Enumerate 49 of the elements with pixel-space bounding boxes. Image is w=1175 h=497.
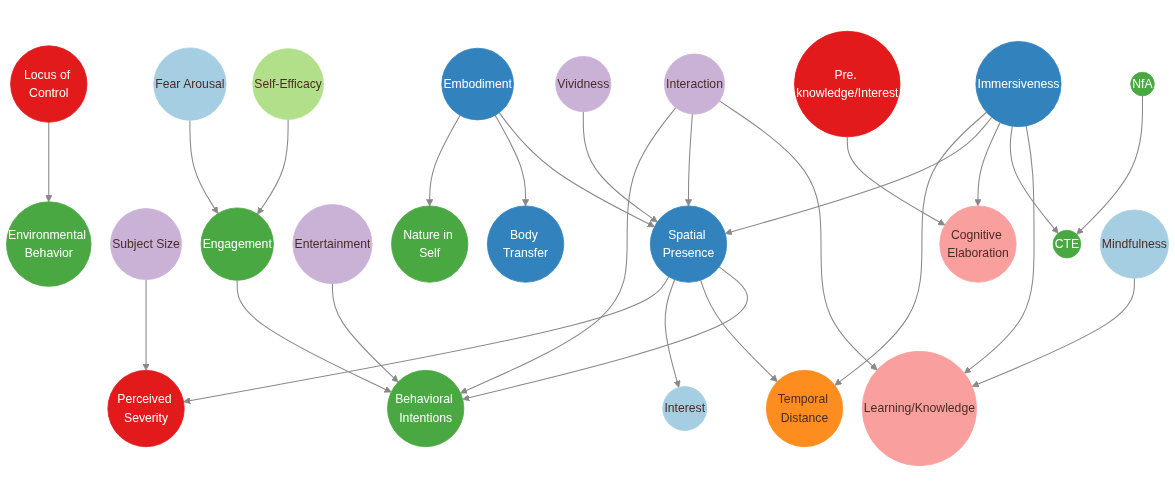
node-circle: Perceived Severity xyxy=(107,369,185,448)
arrow xyxy=(189,119,219,214)
arrow xyxy=(700,279,778,383)
node-circle: Fear Arousal xyxy=(153,47,227,121)
arrow xyxy=(142,279,150,371)
node-circle: Environmental Behavior xyxy=(6,201,92,287)
node-circle: Temporal Distance xyxy=(765,369,844,448)
node-circle: Entertainment xyxy=(292,204,373,285)
arrow xyxy=(426,114,461,207)
arrow xyxy=(183,276,670,405)
arrow xyxy=(724,116,993,236)
node-circle: Interest xyxy=(662,386,708,431)
arrow xyxy=(462,266,748,402)
arrow xyxy=(236,279,392,393)
node-circle: Pre. knowledge/Interest xyxy=(794,30,901,138)
node-circle: NfA xyxy=(1130,71,1155,97)
arrow xyxy=(846,136,946,226)
node-circle: Self-Efficacy xyxy=(252,48,324,120)
arrow xyxy=(718,100,878,371)
node-circle: Embodiment xyxy=(441,47,514,121)
arrow xyxy=(1076,95,1143,235)
node-circle: CTE xyxy=(1052,229,1082,259)
node-circle: Nature in Self xyxy=(391,205,469,283)
arrow xyxy=(964,125,1035,374)
node-circle: Immersiveness xyxy=(975,41,1062,128)
arrow xyxy=(971,277,1135,388)
node-circle: Learning/Knowledge xyxy=(861,350,977,467)
arrow xyxy=(45,121,53,203)
node-circle: Mindfulness xyxy=(1099,209,1169,279)
node-circle: Locus of Control xyxy=(10,45,88,123)
arrow xyxy=(257,118,289,215)
arrow xyxy=(834,111,988,386)
arrow xyxy=(331,283,399,383)
node-circle: Subject Size xyxy=(110,208,182,280)
arrow xyxy=(494,114,530,207)
arrow xyxy=(460,107,677,394)
arrow xyxy=(684,113,693,207)
node-circle: Interaction xyxy=(664,53,725,115)
arrow xyxy=(1009,125,1059,234)
arrow xyxy=(582,111,658,223)
node-circle: Cognitive Elaboration xyxy=(939,205,1017,283)
node-circle: Body Transfer xyxy=(486,205,565,283)
node-circle: Spatial Presence xyxy=(649,205,728,283)
node-circle: Vividness xyxy=(555,56,612,113)
arrow xyxy=(498,112,655,228)
node-circle: Behavioral Intentions xyxy=(387,369,465,448)
arrow xyxy=(974,122,1001,207)
arrow xyxy=(664,279,681,388)
node-circle: Engagement xyxy=(200,207,274,281)
